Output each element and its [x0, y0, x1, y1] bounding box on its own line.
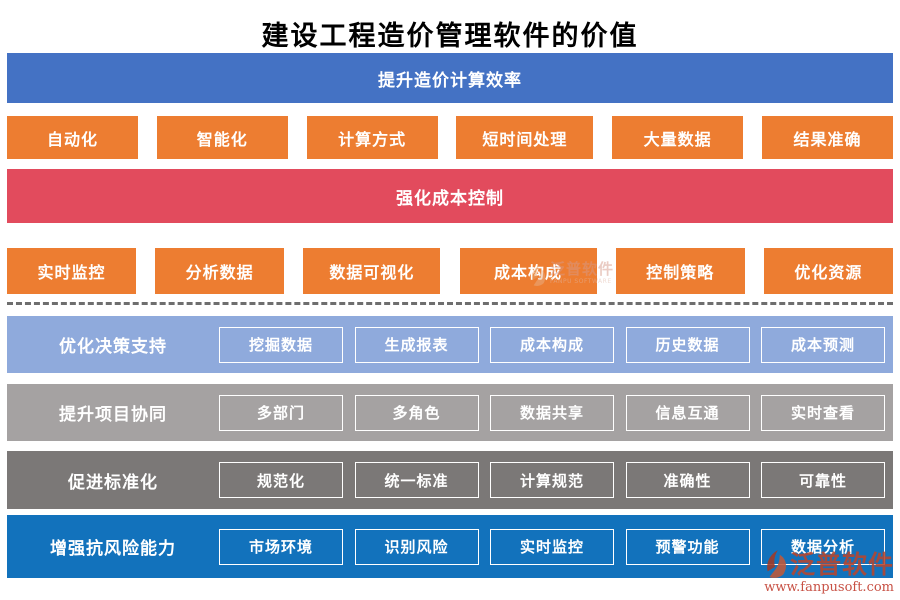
band-risk-resistance-chips: 市场环境 识别风险 实时监控 预警功能 数据分析 [219, 528, 893, 565]
band-risk-resistance-label: 增强抗风险能力 [50, 539, 176, 559]
banner-efficiency: 提升造价计算效率 [7, 53, 893, 103]
tag-control-strategy: 控制策略 [615, 248, 745, 294]
chip-data-analysis: 数据分析 [761, 528, 885, 565]
chip-realtime-view: 实时查看 [761, 394, 885, 431]
chip-accuracy: 准确性 [625, 462, 750, 498]
chip-data-sharing: 数据共享 [490, 394, 614, 431]
chip-cost-forecast: 成本预测 [761, 326, 885, 363]
tag-short-time-processing: 短时间处理 [456, 116, 594, 159]
tag-cost-composition: 成本构成 [459, 248, 597, 294]
chip-multi-department: 多部门 [219, 394, 343, 431]
chip-realtime-monitoring: 实时监控 [490, 528, 614, 565]
band-decision-support-label: 优化决策支持 [59, 337, 167, 357]
tag-accurate-results: 结果准确 [761, 116, 893, 159]
banner-cost-control-label: 强化成本控制 [396, 188, 504, 209]
tag-intelligence: 智能化 [156, 116, 288, 159]
chip-report-generation: 生成报表 [354, 326, 479, 363]
page-title: 建设工程造价管理软件的价值 [261, 21, 639, 52]
chip-calculation-spec: 计算规范 [490, 462, 614, 498]
tag-row-cost-control: 实时监控 分析数据 数据可视化 成本构成 控制策略 优化资源 [7, 248, 893, 294]
band-project-collaboration: 提升项目协同 多部门 多角色 数据共享 信息互通 实时查看 [7, 384, 893, 441]
watermark-corner-url: www.fanpusoft.com [764, 580, 894, 595]
chip-historical-data: 历史数据 [625, 326, 750, 363]
chip-early-warning: 预警功能 [625, 528, 750, 565]
dashed-divider [7, 302, 893, 305]
band-standardization-chips: 规范化 统一标准 计算规范 准确性 可靠性 [219, 462, 893, 498]
tag-automation: 自动化 [7, 116, 138, 159]
band-standardization: 促进标准化 规范化 统一标准 计算规范 准确性 可靠性 [7, 451, 893, 509]
chip-normalization: 规范化 [219, 462, 343, 498]
tag-realtime-monitoring: 实时监控 [7, 248, 136, 294]
chip-cost-composition: 成本构成 [490, 326, 614, 363]
band-decision-support: 优化决策支持 挖掘数据 生成报表 成本构成 历史数据 成本预测 [7, 316, 893, 373]
tag-data-visualization: 数据可视化 [303, 248, 441, 294]
chip-info-exchange: 信息互通 [625, 394, 750, 431]
banner-efficiency-label: 提升造价计算效率 [378, 70, 522, 91]
tag-row-efficiency: 自动化 智能化 计算方式 短时间处理 大量数据 结果准确 [7, 116, 893, 159]
tag-calculation-method: 计算方式 [306, 116, 438, 159]
chip-reliability: 可靠性 [761, 462, 885, 498]
chip-market-environment: 市场环境 [219, 528, 343, 565]
band-project-collaboration-chips: 多部门 多角色 数据共享 信息互通 实时查看 [219, 394, 893, 431]
band-risk-resistance: 增强抗风险能力 市场环境 识别风险 实时监控 预警功能 数据分析 [7, 515, 893, 578]
chip-risk-identification: 识别风险 [354, 528, 479, 565]
tag-big-data: 大量数据 [612, 116, 744, 159]
tag-data-analysis: 分析数据 [155, 248, 285, 294]
band-standardization-label: 促进标准化 [68, 472, 158, 493]
chip-unified-standard: 统一标准 [354, 462, 479, 498]
banner-cost-control: 强化成本控制 [7, 169, 893, 223]
chip-multi-role: 多角色 [354, 394, 479, 431]
band-project-collaboration-label: 提升项目协同 [59, 405, 167, 425]
band-decision-support-chips: 挖掘数据 生成报表 成本构成 历史数据 成本预测 [219, 326, 893, 363]
tag-resource-optimization: 优化资源 [763, 248, 893, 294]
chip-data-mining: 挖掘数据 [219, 326, 343, 363]
